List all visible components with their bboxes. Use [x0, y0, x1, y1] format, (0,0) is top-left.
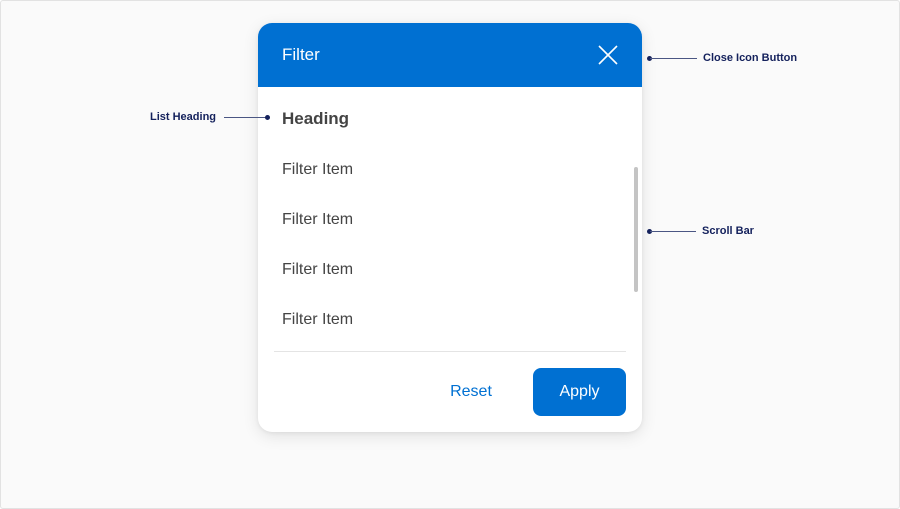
annotation-close-icon-button: Close Icon Button [703, 52, 798, 64]
filter-modal: Filter Heading Filter Item Filter Item F… [258, 23, 642, 432]
list-heading: Heading [282, 109, 350, 128]
list-item[interactable]: Filter Item [282, 161, 354, 178]
list-item[interactable]: Filter Item [282, 311, 354, 328]
modal-title: Filter [282, 45, 320, 64]
annotation-list-heading: List Heading [150, 111, 217, 123]
scrollbar[interactable] [634, 167, 638, 292]
footer-divider [274, 351, 626, 352]
close-icon [598, 45, 618, 65]
list-item[interactable]: Filter Item [282, 211, 354, 228]
list-item[interactable]: Filter Item [282, 261, 354, 278]
annotation-line [650, 231, 696, 232]
annotation-dot [647, 229, 652, 234]
annotation-dot [647, 56, 652, 61]
apply-button[interactable]: Apply [533, 368, 626, 416]
reset-button[interactable]: Reset [438, 368, 504, 416]
annotation-dot [265, 115, 270, 120]
close-button[interactable] [596, 43, 620, 67]
modal-header: Filter [258, 23, 642, 87]
annotation-line [650, 58, 697, 59]
filter-list: Heading Filter Item Filter Item Filter I… [258, 87, 642, 351]
annotation-scroll-bar: Scroll Bar [702, 225, 754, 237]
annotation-line [224, 117, 267, 118]
